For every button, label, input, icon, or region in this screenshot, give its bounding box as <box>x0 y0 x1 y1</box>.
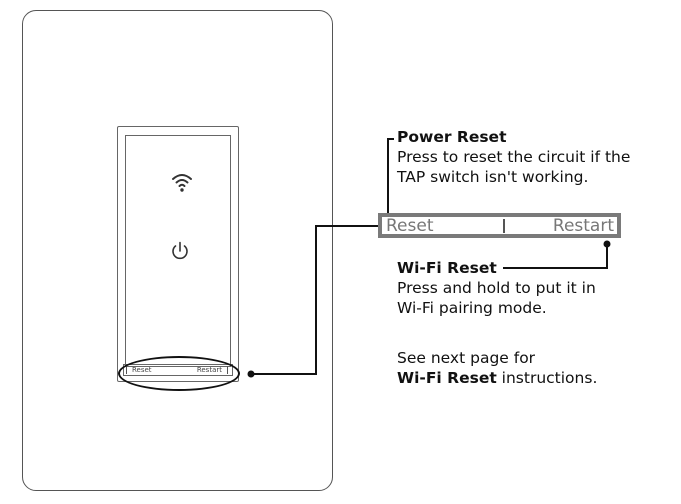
power-reset-line2: TAP switch isn't working. <box>397 168 589 186</box>
leader-line-power <box>387 138 394 213</box>
wifi-reset-callout: Wi-Fi Reset Press and hold to put it in … <box>397 258 596 318</box>
strip-divider <box>503 219 505 233</box>
reset-button-label[interactable]: Reset <box>386 216 434 236</box>
power-reset-title: Power Reset <box>397 128 507 146</box>
restart-button-label[interactable]: Restart <box>552 216 614 236</box>
power-icon <box>172 241 188 260</box>
wifi-icon <box>172 174 192 192</box>
see-next-rest: instructions. <box>496 369 598 387</box>
wall-plate <box>22 10 333 491</box>
see-next-line1: See next page for <box>397 349 536 367</box>
leader-line-main <box>251 225 378 375</box>
see-next-note: See next page for Wi-Fi Reset instructio… <box>397 348 597 388</box>
wifi-reset-line2: Wi-Fi pairing mode. <box>397 299 547 317</box>
wifi-reset-line1: Press and hold to put it in <box>397 279 596 297</box>
highlight-ellipse <box>118 356 240 391</box>
see-next-line2: Wi-Fi Reset instructions. <box>397 368 597 388</box>
wifi-reset-title: Wi-Fi Reset <box>397 259 497 277</box>
enlarged-button-strip[interactable]: Reset Restart <box>378 213 621 238</box>
power-reset-line1: Press to reset the circuit if the <box>397 148 631 166</box>
power-reset-callout: Power Reset Press to reset the circuit i… <box>397 127 630 187</box>
see-next-bold: Wi-Fi Reset <box>397 369 497 387</box>
leader-line-wifi <box>503 244 608 269</box>
